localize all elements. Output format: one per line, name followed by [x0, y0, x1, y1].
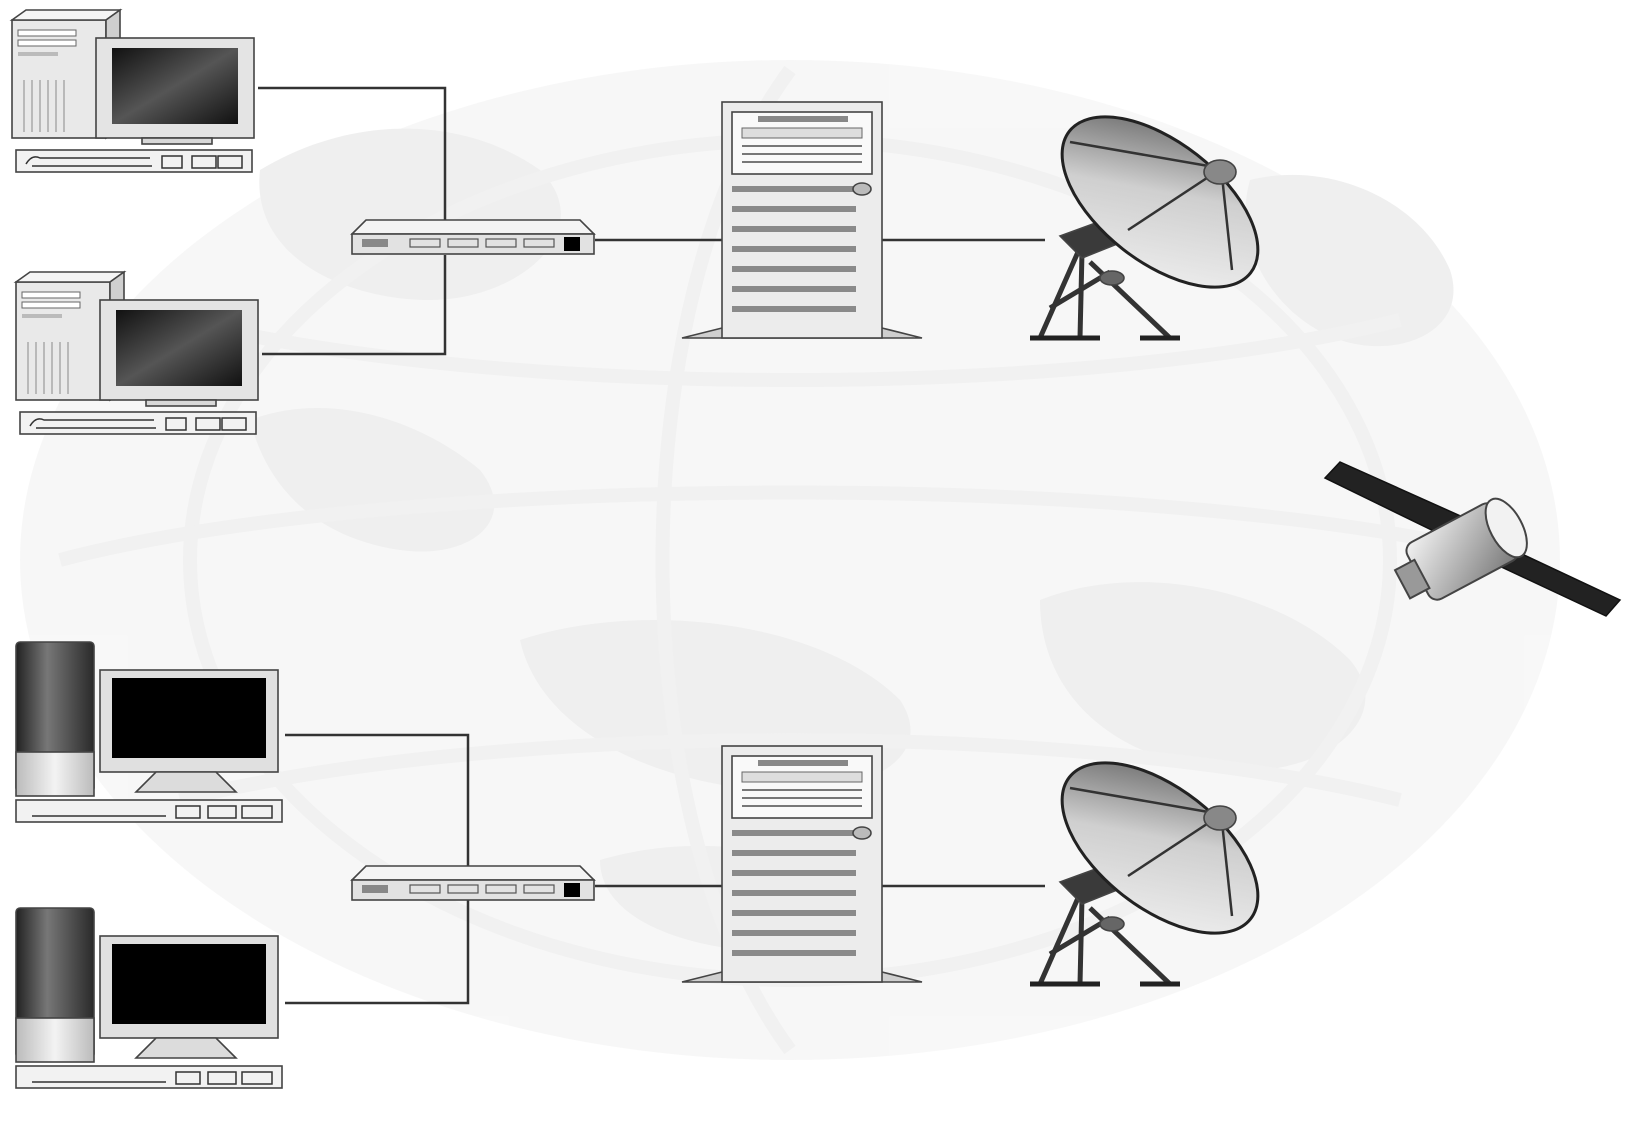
link-pc2-hub1	[262, 255, 447, 356]
link-pc3-hub2	[285, 733, 470, 885]
hub-icon	[351, 219, 595, 255]
hub-icon	[351, 865, 595, 901]
computer-icon	[15, 907, 283, 1089]
satellite-icon	[1323, 461, 1622, 617]
link-pc4-hub2	[285, 900, 470, 1005]
connection-lines	[258, 86, 1045, 1005]
computer-icon	[11, 9, 255, 173]
link-pc1-hub1	[258, 86, 447, 238]
